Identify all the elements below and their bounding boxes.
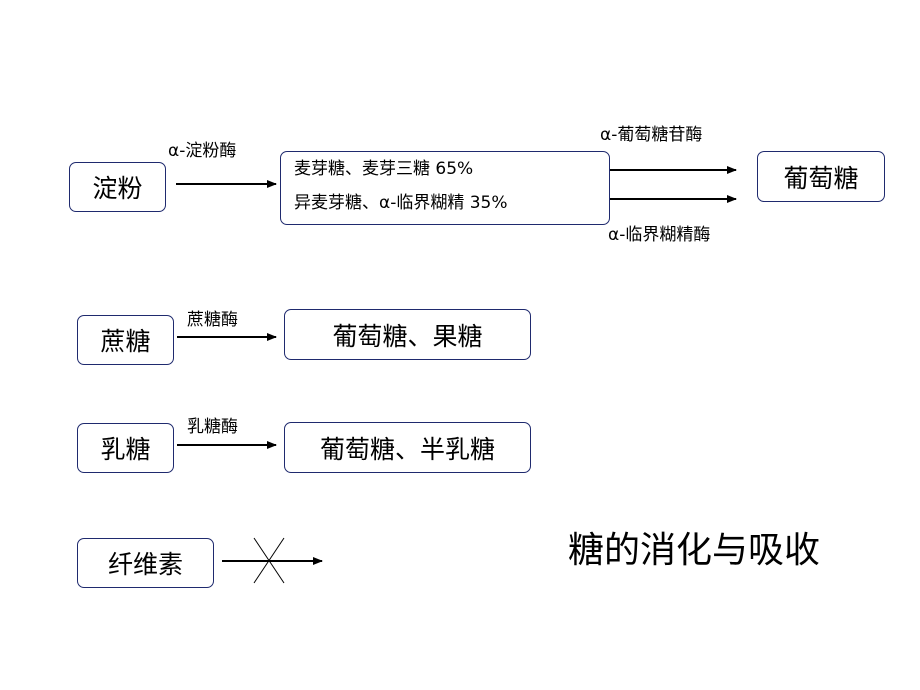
starch-box: 淀粉 <box>69 162 166 212</box>
cross-mark <box>253 537 285 584</box>
glucose-label: 葡萄糖 <box>783 163 859 193</box>
cellulose-box: 纤维素 <box>77 538 214 588</box>
lactase-label: 乳糖酶 <box>187 417 238 437</box>
maltose-group-line1: 麦芽糖、麦芽三糖 65% <box>294 159 474 179</box>
cellulose-label: 纤维素 <box>107 550 183 579</box>
diagram-title: 糖的消化与吸收 <box>568 530 821 571</box>
alpha-dextrinase-label: α-临界糊精酶 <box>608 225 711 245</box>
sucrose-box: 蔗糖 <box>77 315 174 365</box>
glucose-fructose-label: 葡萄糖、果糖 <box>332 321 483 351</box>
maltose-group-line2: 异麦芽糖、α-临界糊精 35% <box>294 193 508 213</box>
glucose-box: 葡萄糖 <box>757 151 885 202</box>
lactose-label: 乳糖 <box>100 435 151 464</box>
glucose-galactose-label: 葡萄糖、半乳糖 <box>319 434 495 464</box>
starch-label: 淀粉 <box>92 174 143 203</box>
sucrase-label: 蔗糖酶 <box>187 310 238 330</box>
alpha-glucosidase-label: α-葡萄糖苷酶 <box>600 125 703 145</box>
maltose-group-box: 麦芽糖、麦芽三糖 65% 异麦芽糖、α-临界糊精 35% <box>280 151 610 225</box>
glucose-galactose-box: 葡萄糖、半乳糖 <box>284 422 531 473</box>
alpha-amylase-label: α-淀粉酶 <box>168 141 237 161</box>
lactose-box: 乳糖 <box>77 423 174 473</box>
sucrose-label: 蔗糖 <box>100 327 151 356</box>
glucose-fructose-box: 葡萄糖、果糖 <box>284 309 531 360</box>
